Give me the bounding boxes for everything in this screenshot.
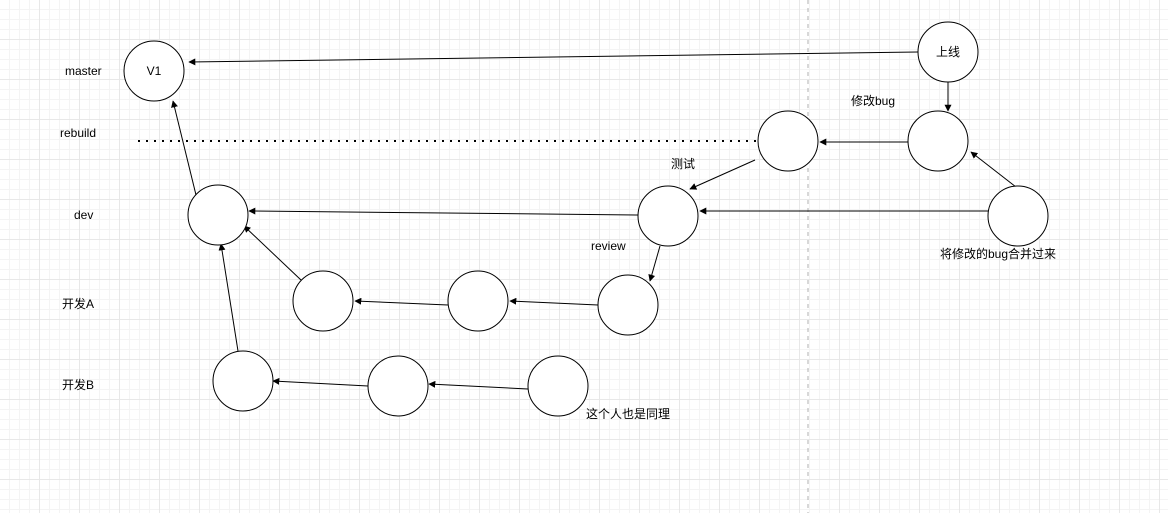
edge-b1-to-dev	[218, 243, 239, 352]
node-v1[interactable]	[123, 40, 185, 102]
lane-label-rebuild: rebuild	[60, 126, 97, 140]
edge-release-to-v1	[188, 51, 919, 66]
edge-devmid-to-dev	[248, 207, 639, 216]
edge-a3-to-a2	[509, 297, 599, 306]
lane-label-dev-b: 开发B	[62, 378, 95, 392]
node-release[interactable]	[917, 21, 979, 83]
annotation-review: review	[591, 239, 626, 253]
edge-a1-to-dev	[243, 225, 302, 281]
node-a1[interactable]	[292, 270, 354, 332]
annotation-same-for-b: 这个人也是同理	[586, 407, 671, 421]
lane-label-master: master	[65, 64, 102, 78]
node-v1-label: V1	[146, 64, 162, 78]
edge-merge-to-fix	[970, 151, 1017, 188]
edge-b3-to-b2	[428, 380, 529, 390]
node-a3[interactable]	[597, 274, 659, 336]
node-a2[interactable]	[447, 270, 509, 332]
annotation-merge-fix: 将修改的bug合并过来	[940, 247, 1057, 261]
node-b2[interactable]	[367, 355, 429, 417]
edge-dev-to-v1	[171, 100, 197, 196]
node-dev-mid[interactable]	[637, 185, 699, 247]
lane-label-dev: dev	[74, 208, 94, 222]
node-b3[interactable]	[527, 355, 589, 417]
node-merge[interactable]	[987, 185, 1049, 247]
node-dev[interactable]	[187, 184, 249, 246]
node-fix-bug[interactable]	[907, 110, 969, 172]
edge-a2-to-a1	[354, 297, 449, 306]
edge-devmid-to-a3	[648, 245, 661, 282]
node-b1[interactable]	[212, 350, 274, 412]
lane-label-dev-a: 开发A	[62, 297, 95, 311]
node-release-label: 上线	[935, 45, 961, 59]
annotation-test: 测试	[671, 157, 696, 171]
edge-rebuild-to-devmid	[689, 159, 756, 190]
annotation-fix-bug: 修改bug	[851, 94, 896, 108]
edge-b2-to-b1	[272, 377, 369, 387]
node-rebuild[interactable]	[757, 110, 819, 172]
